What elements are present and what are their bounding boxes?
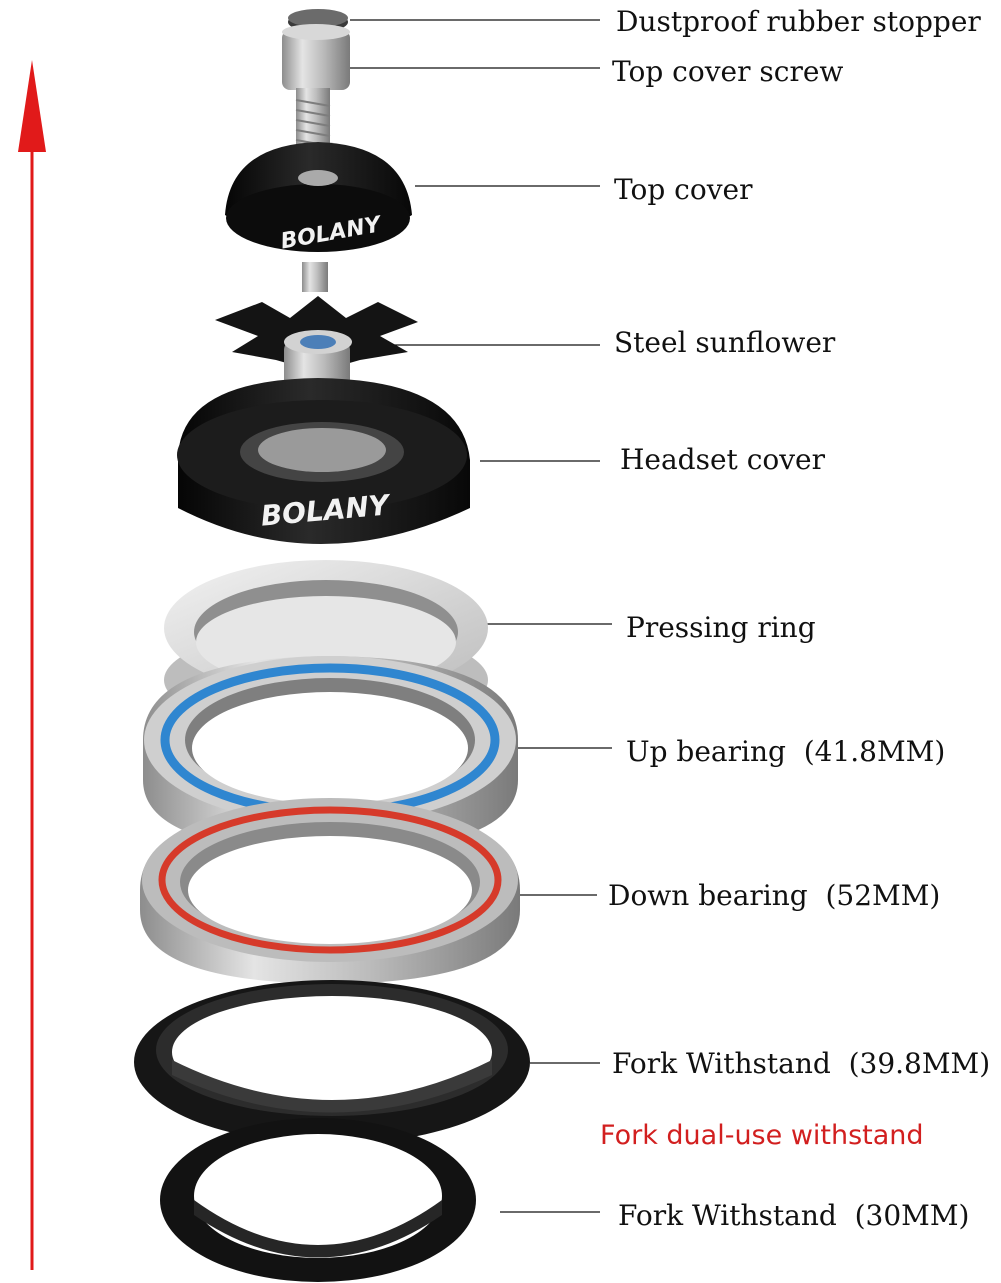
top-cover-part: BOLANY [225, 142, 412, 255]
label-steel-sunflower: Steel sunflower [614, 329, 835, 357]
label-top-cover-screw: Top cover screw [612, 58, 843, 86]
screw-stub-part [302, 262, 328, 292]
label-top-cover: Top cover [614, 176, 753, 204]
label-up-bearing: Up bearing (41.8MM) [626, 738, 945, 766]
fork-dual-use-note: Fork dual-use withstand [600, 1122, 924, 1149]
label-fork-withstand-39: Fork Withstand (39.8MM) [612, 1050, 990, 1078]
label-down-bearing: Down bearing (52MM) [608, 882, 940, 910]
fork-withstand-30-part [160, 1118, 476, 1282]
down-bearing-part [140, 798, 520, 984]
label-headset-cover: Headset cover [620, 446, 825, 474]
headset-cover-part: BOLANY [177, 378, 470, 544]
upward-arrow-icon [18, 60, 46, 1270]
label-fork-withstand-30: Fork Withstand (30MM) [618, 1202, 969, 1230]
label-pressing-ring: Pressing ring [626, 614, 816, 642]
label-dustproof: Dustproof rubber stopper [616, 8, 981, 36]
